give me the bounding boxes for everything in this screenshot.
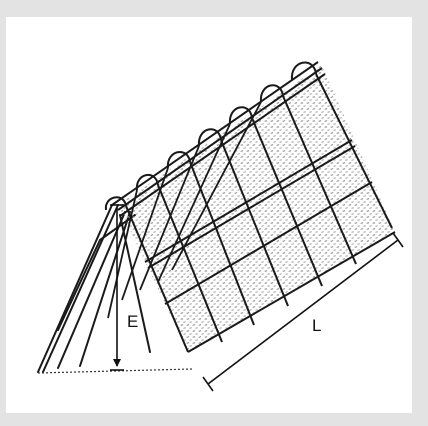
rear-frame (37, 204, 151, 373)
mesh-panel (118, 65, 395, 352)
cross-bars (144, 139, 396, 353)
rib-wires (125, 73, 393, 353)
height-label: E (127, 312, 139, 331)
top-loops (104, 61, 317, 211)
length-dimension (202, 232, 404, 392)
base-reference-line (37, 368, 193, 374)
height-dimension (110, 204, 124, 371)
length-label: L (312, 316, 322, 335)
